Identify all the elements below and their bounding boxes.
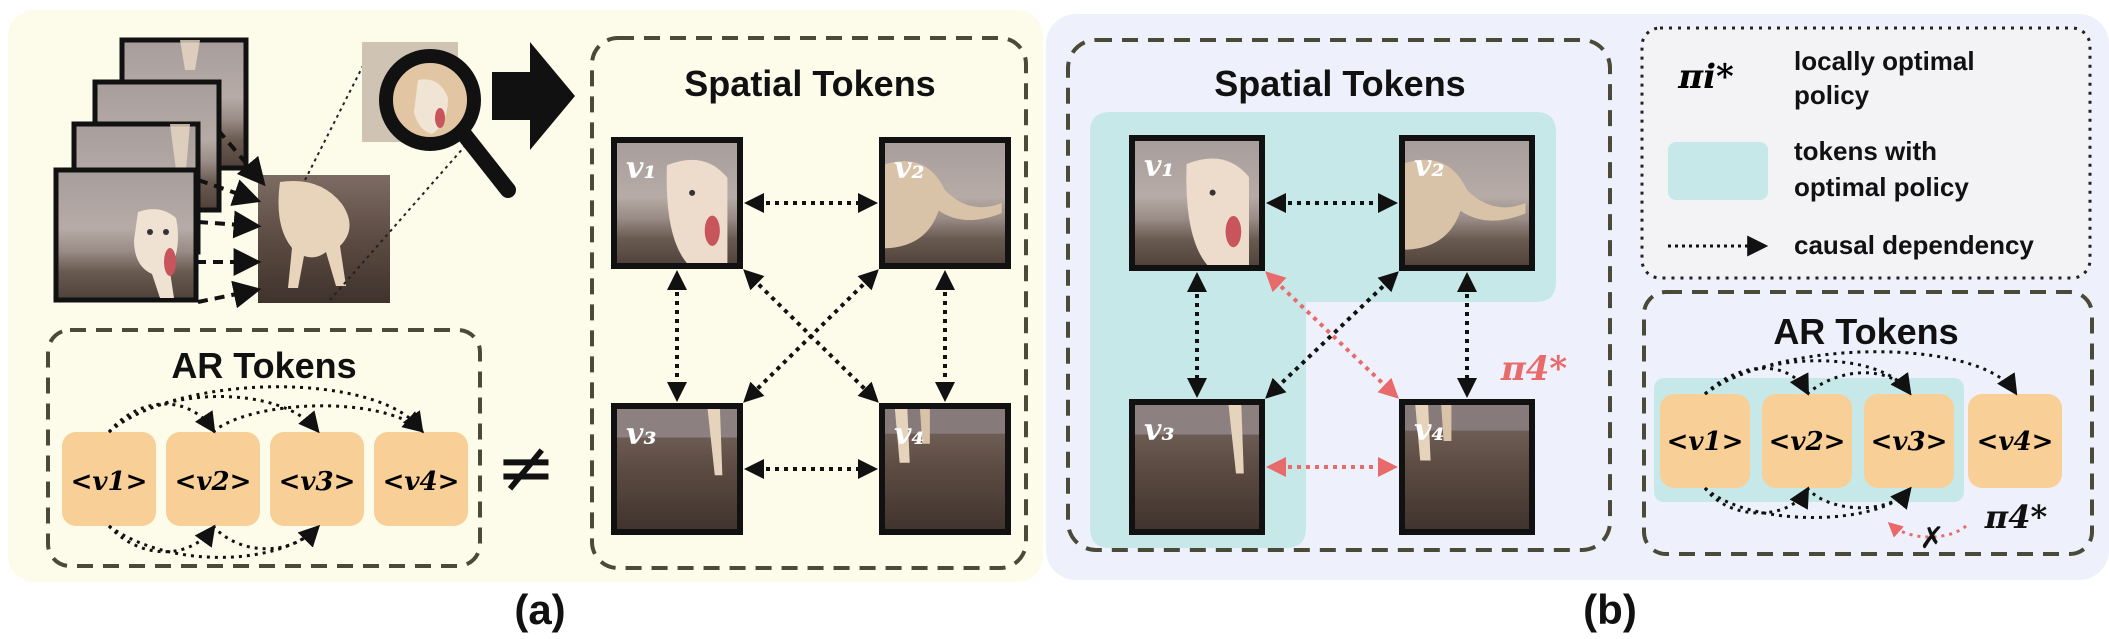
ar-tokens-box-b: AR Tokens <v1> <v2> <v3> <v4> ✗ π4*	[1642, 290, 2094, 556]
legend-item-region-line2: optimal policy	[1794, 172, 1969, 202]
legend-item-region-line1: tokens with	[1794, 136, 1937, 166]
ar-token-box	[1968, 394, 2062, 488]
image-token-label: v₂	[894, 151, 925, 186]
ar-token-box	[166, 432, 260, 526]
blocked-dependency-arrow	[1887, 521, 1967, 539]
image-token-v4: v₄	[879, 403, 1011, 535]
ar-token-box	[270, 432, 364, 526]
ar-token-box	[374, 432, 468, 526]
selected-patch-thumbnail	[258, 175, 390, 303]
image-token-v1: v₁	[611, 137, 743, 269]
policy-label-v4: π4*	[1500, 349, 1568, 389]
image-token-label: v₂	[1414, 149, 1445, 184]
video-frame-stack	[53, 37, 516, 309]
image-token-label: v₁	[626, 151, 657, 186]
ar-causal-arcs-a	[107, 385, 425, 559]
image-token-v3: v₃	[611, 403, 743, 535]
image-token-v1: v₁	[1129, 135, 1265, 271]
magnifier-icon	[379, 49, 516, 198]
frame-to-patch-arrow	[216, 128, 266, 187]
image-token-v4: v₄	[1399, 399, 1535, 535]
spatial-tokens-box-a: Spatial Tokens	[590, 36, 1028, 570]
panel-label-a: (a)	[514, 586, 565, 633]
panel-label-b: (b)	[1583, 586, 1637, 633]
image-token-label: v₁	[1144, 149, 1175, 184]
legend-item-policy-line2: policy	[1794, 80, 1870, 110]
legend-box: πi* locally optimal policy tokens with o…	[1640, 26, 2092, 280]
image-token-label: v₃	[626, 417, 657, 452]
ar-token-box	[1660, 394, 1750, 488]
spatial-tokens-title-b: Spatial Tokens	[1214, 63, 1465, 104]
image-token-v2: v₂	[1399, 135, 1535, 271]
spatial-dependencies-b	[1187, 193, 1477, 477]
not-equal-sign: ≠	[496, 425, 556, 509]
spatial-dependencies-a	[667, 193, 955, 479]
panel-a: AR Tokens <v1> <v2> <v3> <v4> ≠ Spati	[8, 10, 1043, 582]
frame-to-patch-arrow	[197, 178, 262, 206]
image-token-label: v₄	[1414, 413, 1445, 448]
spatial-tokens-box-b	[1066, 38, 1612, 552]
ar-tokens-title-a: AR Tokens	[171, 345, 356, 386]
image-token-v3: v₃	[1129, 399, 1265, 535]
right-arrow-icon	[492, 42, 575, 150]
spatial-token-grid-b: v₁ v₂ v₃ v₄	[1129, 135, 1535, 535]
image-token-v2: v₂	[879, 137, 1011, 269]
ar-tokens-box-a: AR Tokens <v1> <v2> <v3> <v4>	[46, 328, 482, 568]
ar-token-box	[1864, 394, 1954, 488]
dependency-arrow	[743, 269, 879, 403]
legend-policy-symbol: πi*	[1677, 57, 1734, 97]
ar-token-label: <v1>	[71, 467, 148, 497]
panel-a-background	[8, 10, 1043, 582]
ar-token-label: <v2>	[1769, 427, 1846, 457]
image-token-label: v₄	[894, 417, 925, 452]
image-token-label: v₃	[1144, 413, 1175, 448]
video-frame-front	[53, 167, 199, 303]
ar-causal-arcs-b	[1703, 350, 2018, 519]
ar-token-box	[62, 432, 156, 526]
spatial-tokens-title-a: Spatial Tokens	[684, 63, 935, 104]
legend-swatch-optimal-region	[1668, 142, 1768, 200]
spatial-token-grid-a: v₁ v₂ v₃ v₄	[611, 137, 1011, 535]
ar-token-label: <v4>	[383, 467, 460, 497]
ar-tokens-title-b: AR Tokens	[1773, 311, 1958, 352]
ar-token-label: <v3>	[1871, 427, 1948, 457]
ar-token-label: <v1>	[1667, 427, 1744, 457]
legend-item-policy-line1: locally optimal	[1794, 46, 1975, 76]
ar-token-label: <v2>	[175, 467, 252, 497]
legend-item-dependency: causal dependency	[1794, 230, 2034, 260]
blocked-mark: ✗	[1919, 521, 1944, 556]
ar-policy-label: π4*	[1984, 498, 2048, 536]
frame-to-patch-arrow	[197, 210, 262, 239]
frame-to-patch-arrow	[197, 280, 262, 309]
dependency-arrow	[1265, 271, 1399, 399]
ar-token-label: <v3>	[279, 467, 356, 497]
ar-token-label: <v4>	[1977, 427, 2054, 457]
ar-token-box	[1762, 394, 1852, 488]
